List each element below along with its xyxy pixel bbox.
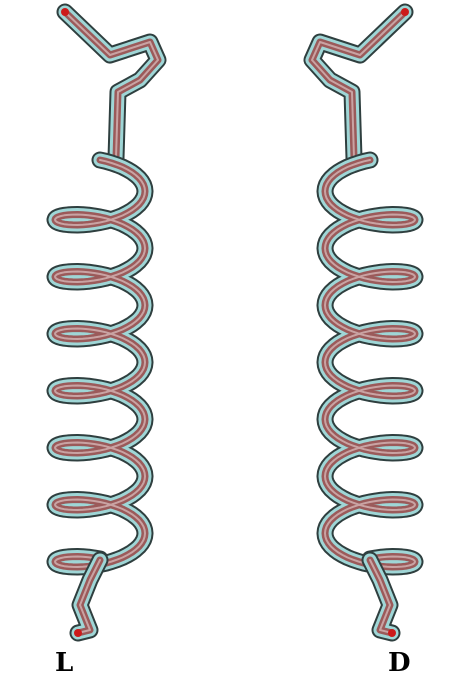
d-label: D [388,650,411,676]
l-label: L [55,650,73,676]
l-helix-top-tail-outer [65,12,158,158]
d-helix-top-tail-outer [312,12,405,158]
d-helix-top-tip [401,8,409,16]
d-helix-structure [312,8,415,637]
l-helix-top-tip [61,8,69,16]
l-helix-structure [55,8,158,637]
l-helix-bottom-tip [74,629,82,637]
d-helix-bottom-tip [388,629,396,637]
